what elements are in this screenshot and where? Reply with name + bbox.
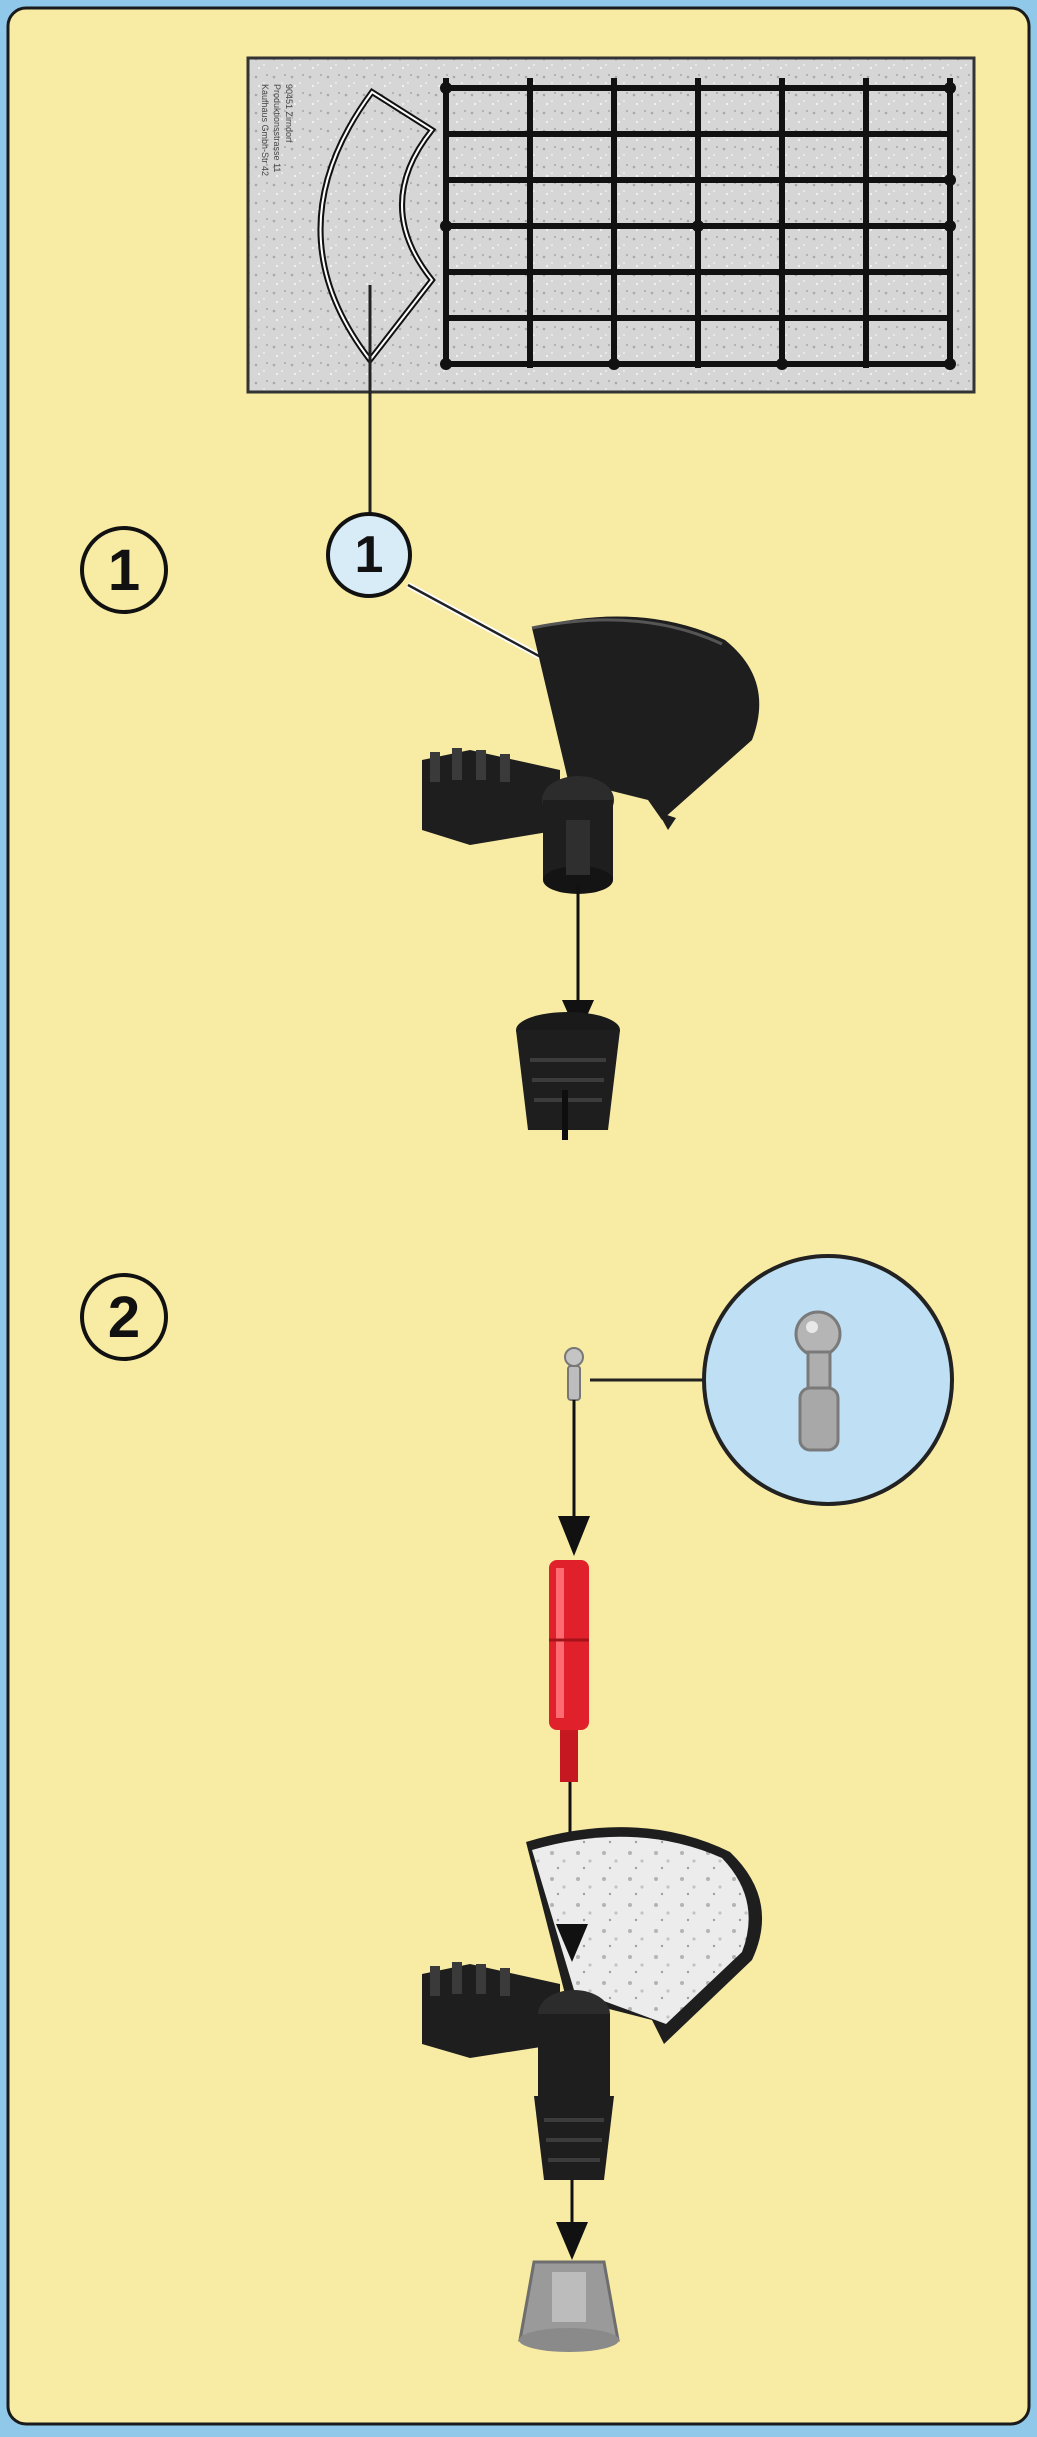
svg-text:90451 Zirndorf: 90451 Zirndorf [284,84,294,143]
magnifier-detail-icon [704,1256,952,1504]
svg-text:Produktionsstrasse 11: Produktionsstrasse 11 [272,84,282,172]
step-number-2: 2 [80,1273,168,1361]
callout-number-1: 1 [326,512,412,598]
step-number-1: 1 [80,526,168,614]
grommet-step1 [516,1012,620,1140]
svg-text:Kaufhaus Gmbh-Str 42: Kaufhaus Gmbh-Str 42 [260,84,270,176]
template-sheet: Kaufhaus Gmbh-Str 42 Produktionsstrasse … [248,58,974,392]
nozzle-pin [565,1348,583,1400]
grey-cap [519,2262,619,2352]
